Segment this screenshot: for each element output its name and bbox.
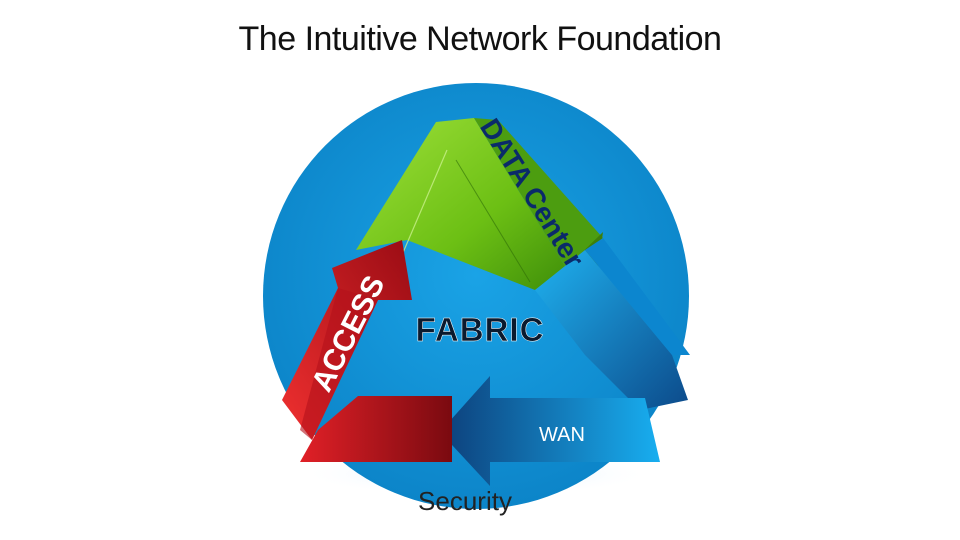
wan-label: WAN bbox=[539, 424, 585, 446]
security-label: Security bbox=[418, 486, 512, 516]
wan-arrow bbox=[440, 376, 660, 486]
slide-title: The Intuitive Network Foundation bbox=[238, 20, 722, 58]
security-ribbon bbox=[300, 396, 452, 462]
wan-arrow-diagonal bbox=[535, 238, 690, 410]
fabric-label: FABRIC bbox=[416, 311, 545, 348]
access-arrow bbox=[282, 240, 412, 440]
